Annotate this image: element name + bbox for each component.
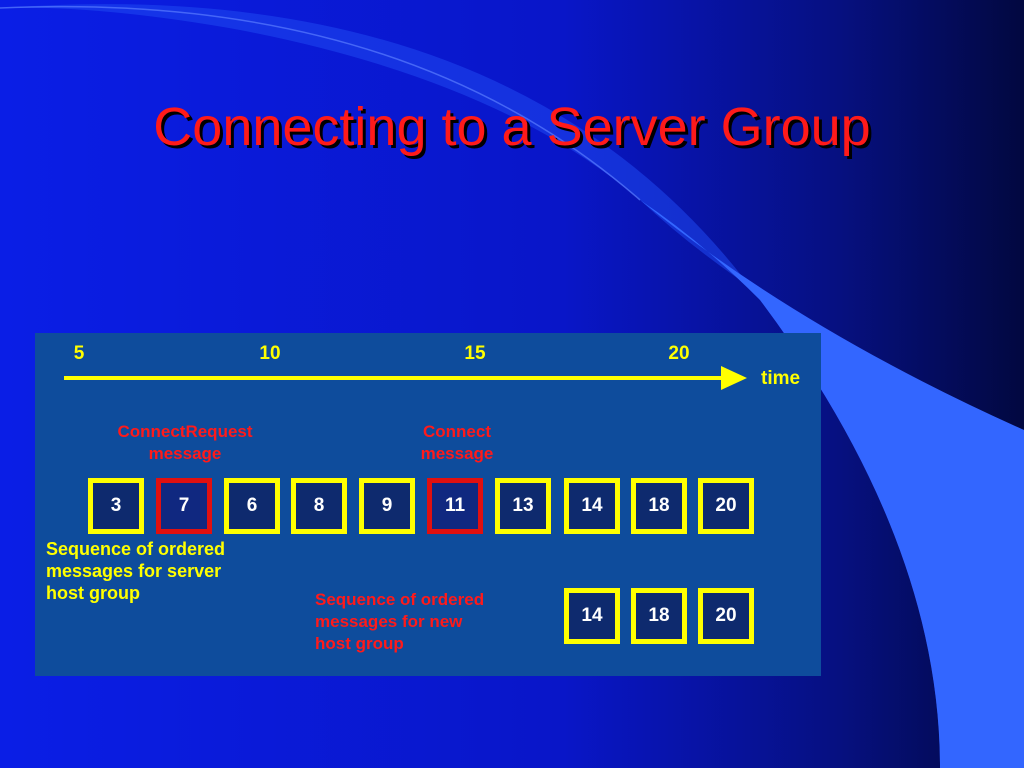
diagram-panel: 5 10 15 20 time ConnectRequest message C… <box>35 333 821 676</box>
tick-label-15: 15 <box>464 343 486 364</box>
connect-label: Connect message <box>397 421 517 465</box>
message-box-3: 3 <box>88 478 144 534</box>
new-group-line-3: host group <box>315 634 404 653</box>
server-group-line-1: Sequence of ordered <box>46 539 226 559</box>
tick-label-5: 5 <box>73 343 85 364</box>
message-box-11: 11 <box>427 478 483 534</box>
time-axis-label: time <box>761 368 801 389</box>
connect-request-line-2: message <box>148 444 222 463</box>
message-box-6: 6 <box>224 478 280 534</box>
connect-line-2: message <box>420 444 494 463</box>
server-group-line-3: host group <box>46 583 140 603</box>
message-box-14: 14 <box>564 478 620 534</box>
new-group-line-2: messages for new <box>315 612 463 631</box>
axis-arrowhead-icon <box>721 366 747 390</box>
new-group-line-1: Sequence of ordered <box>315 590 485 609</box>
new-group-box-18: 18 <box>631 588 687 644</box>
connect-request-label: ConnectRequest message <box>95 421 275 465</box>
server-group-sequence-label: Sequence of ordered messages for server … <box>46 538 225 604</box>
message-box-18: 18 <box>631 478 687 534</box>
new-group-sequence-label: Sequence of ordered messages for new hos… <box>315 589 484 655</box>
message-box-20: 20 <box>698 478 754 534</box>
slide-title: Connecting to a Server Group <box>153 97 871 157</box>
message-box-8: 8 <box>291 478 347 534</box>
tick-label-20: 20 <box>668 343 690 364</box>
message-box-13: 13 <box>495 478 551 534</box>
tick-label-10: 10 <box>259 343 281 364</box>
new-group-box-20: 20 <box>698 588 754 644</box>
connect-request-line-1: ConnectRequest <box>117 422 253 441</box>
new-group-box-14: 14 <box>564 588 620 644</box>
message-box-9: 9 <box>359 478 415 534</box>
server-group-line-2: messages for server <box>46 561 222 581</box>
message-box-7: 7 <box>156 478 212 534</box>
time-axis <box>64 366 747 390</box>
connect-line-1: Connect <box>423 422 491 441</box>
